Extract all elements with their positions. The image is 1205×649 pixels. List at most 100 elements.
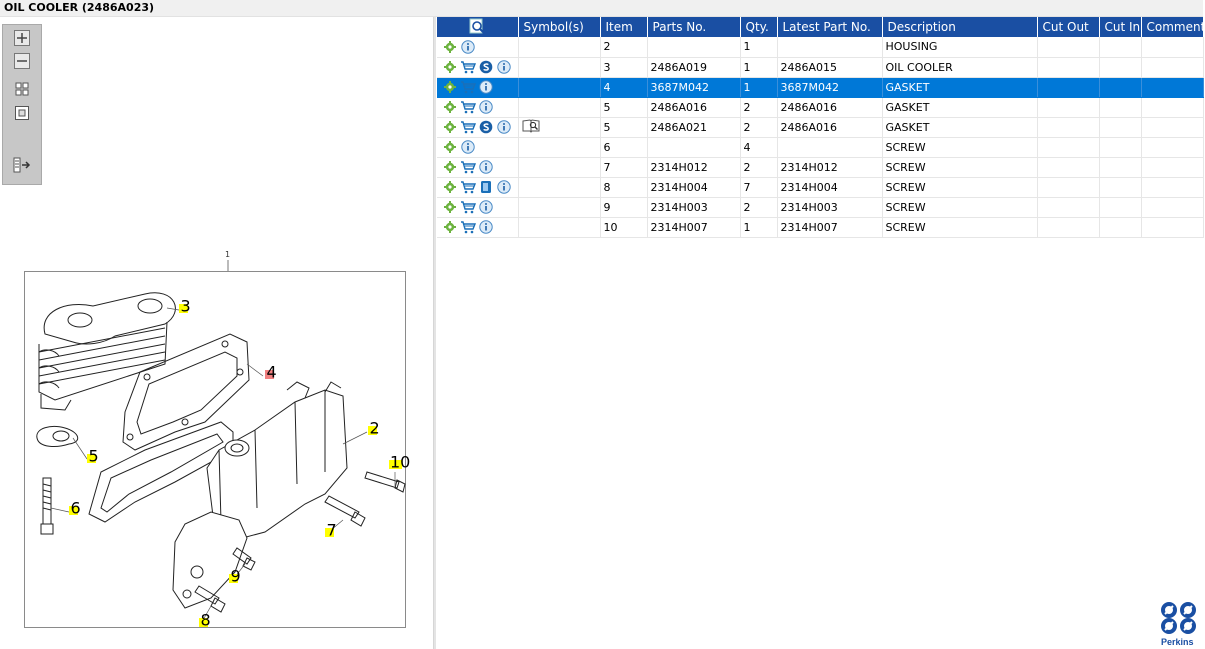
cart-icon[interactable] (460, 59, 477, 75)
callout-3[interactable]: 3 (181, 297, 191, 316)
cell-latest-part-no: 2314H012 (777, 157, 883, 178)
zoom-in-icon (14, 30, 30, 46)
cell-comment (1141, 157, 1204, 178)
col-latest-part-no[interactable]: Latest Part No. (777, 17, 883, 37)
callout-5[interactable]: 5 (89, 447, 99, 466)
callout-2[interactable]: 2 (370, 419, 380, 438)
zoom-out-button[interactable] (12, 51, 32, 71)
gear-icon[interactable] (442, 139, 458, 155)
cell-comment (1141, 117, 1204, 138)
col-description[interactable]: Description (882, 17, 1038, 37)
cell-description: HOUSING (882, 37, 1038, 58)
exploded-view-drawing[interactable]: 3 4 2 5 10 6 7 9 8 (24, 271, 410, 630)
s-icon[interactable] (478, 119, 494, 135)
cell-cut-in (1099, 157, 1142, 178)
cart-icon[interactable] (460, 79, 477, 95)
cell-item: 7 (600, 157, 648, 178)
gear-icon[interactable] (442, 119, 458, 135)
book-icon[interactable] (522, 118, 540, 134)
cell-latest-part-no: 3687M042 (777, 77, 883, 98)
info-icon[interactable] (478, 159, 494, 175)
cell-latest-part-no: 2314H003 (777, 197, 883, 218)
callout-leader-1: 1 (225, 250, 230, 271)
cell-cut-out (1037, 197, 1100, 218)
zoom-in-button[interactable] (12, 28, 32, 48)
cell-cut-out (1037, 77, 1100, 98)
col-parts-no[interactable]: Parts No. (647, 17, 741, 37)
col-qty[interactable]: Qty. (740, 17, 778, 37)
gear-icon[interactable] (442, 79, 458, 95)
info-icon[interactable] (478, 219, 494, 235)
cell-symbols (518, 57, 601, 78)
find-column-header[interactable] (437, 17, 519, 37)
toggle-pane-button[interactable] (12, 155, 32, 175)
cart-icon[interactable] (460, 119, 477, 135)
callout-9[interactable]: 9 (231, 567, 241, 586)
gear-icon[interactable] (442, 99, 458, 115)
gear-icon[interactable] (442, 39, 458, 55)
drawing-pane[interactable]: 1 (0, 17, 433, 649)
gear-icon[interactable] (442, 199, 458, 215)
callout-7[interactable]: 7 (327, 521, 337, 540)
cell-symbols (518, 197, 601, 218)
col-cut-out[interactable]: Cut Out (1037, 17, 1100, 37)
cell-item: 5 (600, 97, 648, 118)
info-icon[interactable] (496, 179, 512, 195)
row-action-icons (437, 217, 519, 238)
gear-icon[interactable] (442, 219, 458, 235)
gear-icon[interactable] (442, 179, 458, 195)
actual-size-button[interactable] (12, 103, 32, 123)
cell-latest-part-no: 2314H004 (777, 177, 883, 198)
cart-icon[interactable] (460, 179, 477, 195)
callout-10[interactable]: 10 (390, 453, 410, 472)
note-icon[interactable] (478, 179, 494, 195)
info-icon[interactable] (478, 199, 494, 215)
callout-8[interactable]: 8 (201, 611, 211, 630)
cart-icon[interactable] (460, 159, 477, 175)
col-symbols[interactable]: Symbol(s) (518, 17, 601, 37)
cell-qty: 1 (740, 77, 778, 98)
perkins-logo-text: Perkins (1161, 637, 1194, 647)
col-comment[interactable]: Comment (1141, 17, 1205, 37)
cart-icon[interactable] (460, 99, 477, 115)
callout-4[interactable]: 4 (267, 363, 277, 382)
callout-1[interactable]: 1 (225, 250, 230, 259)
info-icon[interactable] (478, 79, 494, 95)
col-item[interactable]: Item (600, 17, 648, 37)
cell-qty: 4 (740, 137, 778, 158)
s-icon[interactable] (478, 59, 494, 75)
actual-size-icon (15, 106, 29, 120)
fit-all-button[interactable] (12, 79, 32, 99)
pane-splitter[interactable] (433, 17, 436, 649)
cell-cut-out (1037, 137, 1100, 158)
info-icon[interactable] (496, 119, 512, 135)
info-icon[interactable] (478, 99, 494, 115)
cart-icon[interactable] (460, 199, 477, 215)
cell-comment (1141, 177, 1204, 198)
row-action-icons (437, 197, 519, 218)
gear-icon[interactable] (442, 59, 458, 75)
info-icon[interactable] (496, 59, 512, 75)
info-icon[interactable] (460, 139, 476, 155)
col-cut-in[interactable]: Cut In (1099, 17, 1142, 37)
cart-icon[interactable] (460, 219, 477, 235)
cell-parts-no: 2486A016 (647, 97, 741, 118)
callout-6[interactable]: 6 (71, 499, 81, 518)
cell-comment (1141, 77, 1204, 98)
gear-icon[interactable] (442, 159, 458, 175)
cell-symbols (518, 177, 601, 198)
info-icon[interactable] (460, 39, 476, 55)
cell-parts-no: 2486A021 (647, 117, 741, 138)
cell-comment (1141, 197, 1204, 218)
cell-parts-no: 2314H007 (647, 217, 741, 238)
